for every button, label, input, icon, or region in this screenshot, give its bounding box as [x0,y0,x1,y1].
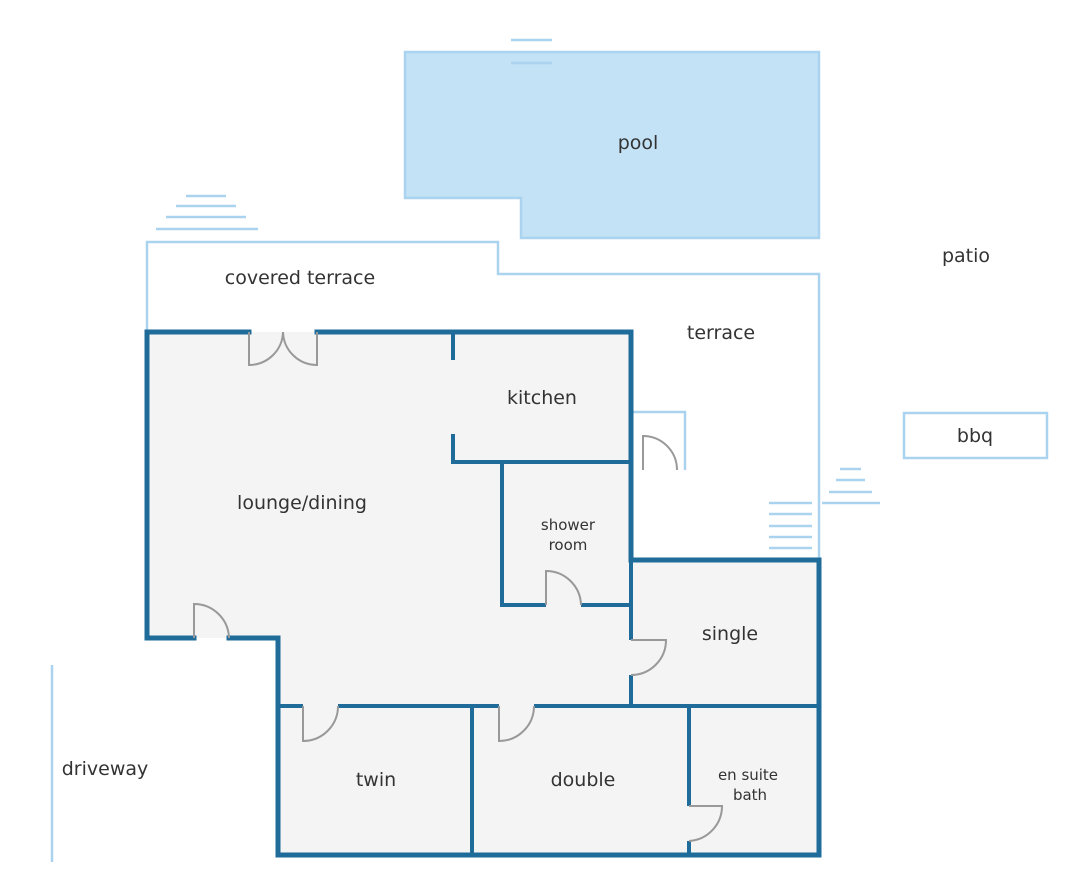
stairs-top-left [156,194,258,231]
single-label: single [702,623,758,645]
lounge-dining-label: lounge/dining [237,492,367,514]
doors [193,331,724,842]
interior-walls [278,332,819,855]
outdoor-store [631,410,687,470]
shower-room-label-line1: shower [541,516,596,534]
patio-label: patio [942,245,990,267]
double-label: double [551,769,616,791]
stairs-terrace [769,501,812,550]
en-suite-label-line1: en suite [718,766,778,784]
bbq-label: bbq [957,425,993,447]
terrace-outline [145,240,821,560]
pool-shape [403,50,821,240]
stairs-right [822,467,880,505]
house-floor [147,332,819,855]
terrace-label: terrace [687,322,755,344]
kitchen-label: kitchen [507,387,577,409]
pool-label: pool [618,132,659,154]
covered-terrace-label: covered terrace [225,267,375,289]
en-suite-label-line2: bath [733,786,767,804]
shower-room-label-line2: room [549,536,588,554]
twin-label: twin [356,769,396,791]
driveway-label: driveway [62,758,149,780]
pool-area: pool [403,38,821,240]
bbq-box [902,411,1049,460]
